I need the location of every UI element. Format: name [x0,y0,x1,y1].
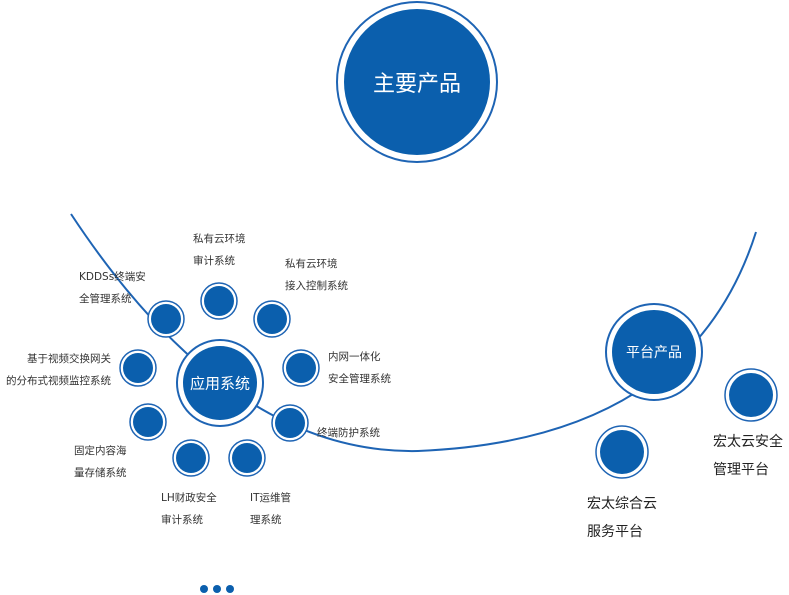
node-cloud-security[interactable] [724,368,778,422]
label-terminal-protection: 终端防护系统 [317,427,380,439]
node-private-cloud-audit[interactable] [200,282,238,320]
node-lh-finance[interactable] [172,439,210,477]
node-fixed-storage[interactable] [129,403,167,441]
node-kddss[interactable] [147,300,185,338]
app-system-title: 应用系统 [189,374,251,393]
ellipsis-dot [200,585,208,593]
node-private-cloud-access[interactable] [253,300,291,338]
label-fixed-storage: 固定内容海 量存储系统 [74,445,127,479]
ellipsis-dot [213,585,221,593]
node-video-gateway[interactable] [119,349,157,387]
ellipsis-dot [226,585,234,593]
platform-products-title: 平台产品 [626,345,682,361]
node-terminal-protection[interactable] [271,404,309,442]
app-system-node[interactable] [176,339,264,427]
label-video-gateway: 基于视频交换网关 的分布式视频监控系统 [6,353,111,387]
label-it-ops: IT运维管 理系统 [250,492,292,526]
label-cloud-security: 宏太云安全 管理平台 [713,434,783,478]
main-products-node[interactable] [336,1,498,163]
ellipsis-icon[interactable] [200,585,240,595]
label-kddss: KDDSs终端安 全管理系统 [79,271,146,305]
node-intranet-security[interactable] [282,349,320,387]
label-private-cloud-access: 私有云环境 接入控制系统 [285,258,348,292]
node-it-ops[interactable] [228,439,266,477]
label-intranet-security: 内网一体化 安全管理系统 [328,351,391,385]
node-integrated-cloud[interactable] [595,425,649,479]
platform-products-node[interactable] [605,303,703,401]
main-products-title: 主要产品 [372,72,462,97]
label-integrated-cloud: 宏太综合云 服务平台 [587,496,657,540]
label-lh-finance: LH财政安全 审计系统 [161,492,217,526]
label-private-cloud-audit: 私有云环境 审计系统 [193,233,246,267]
